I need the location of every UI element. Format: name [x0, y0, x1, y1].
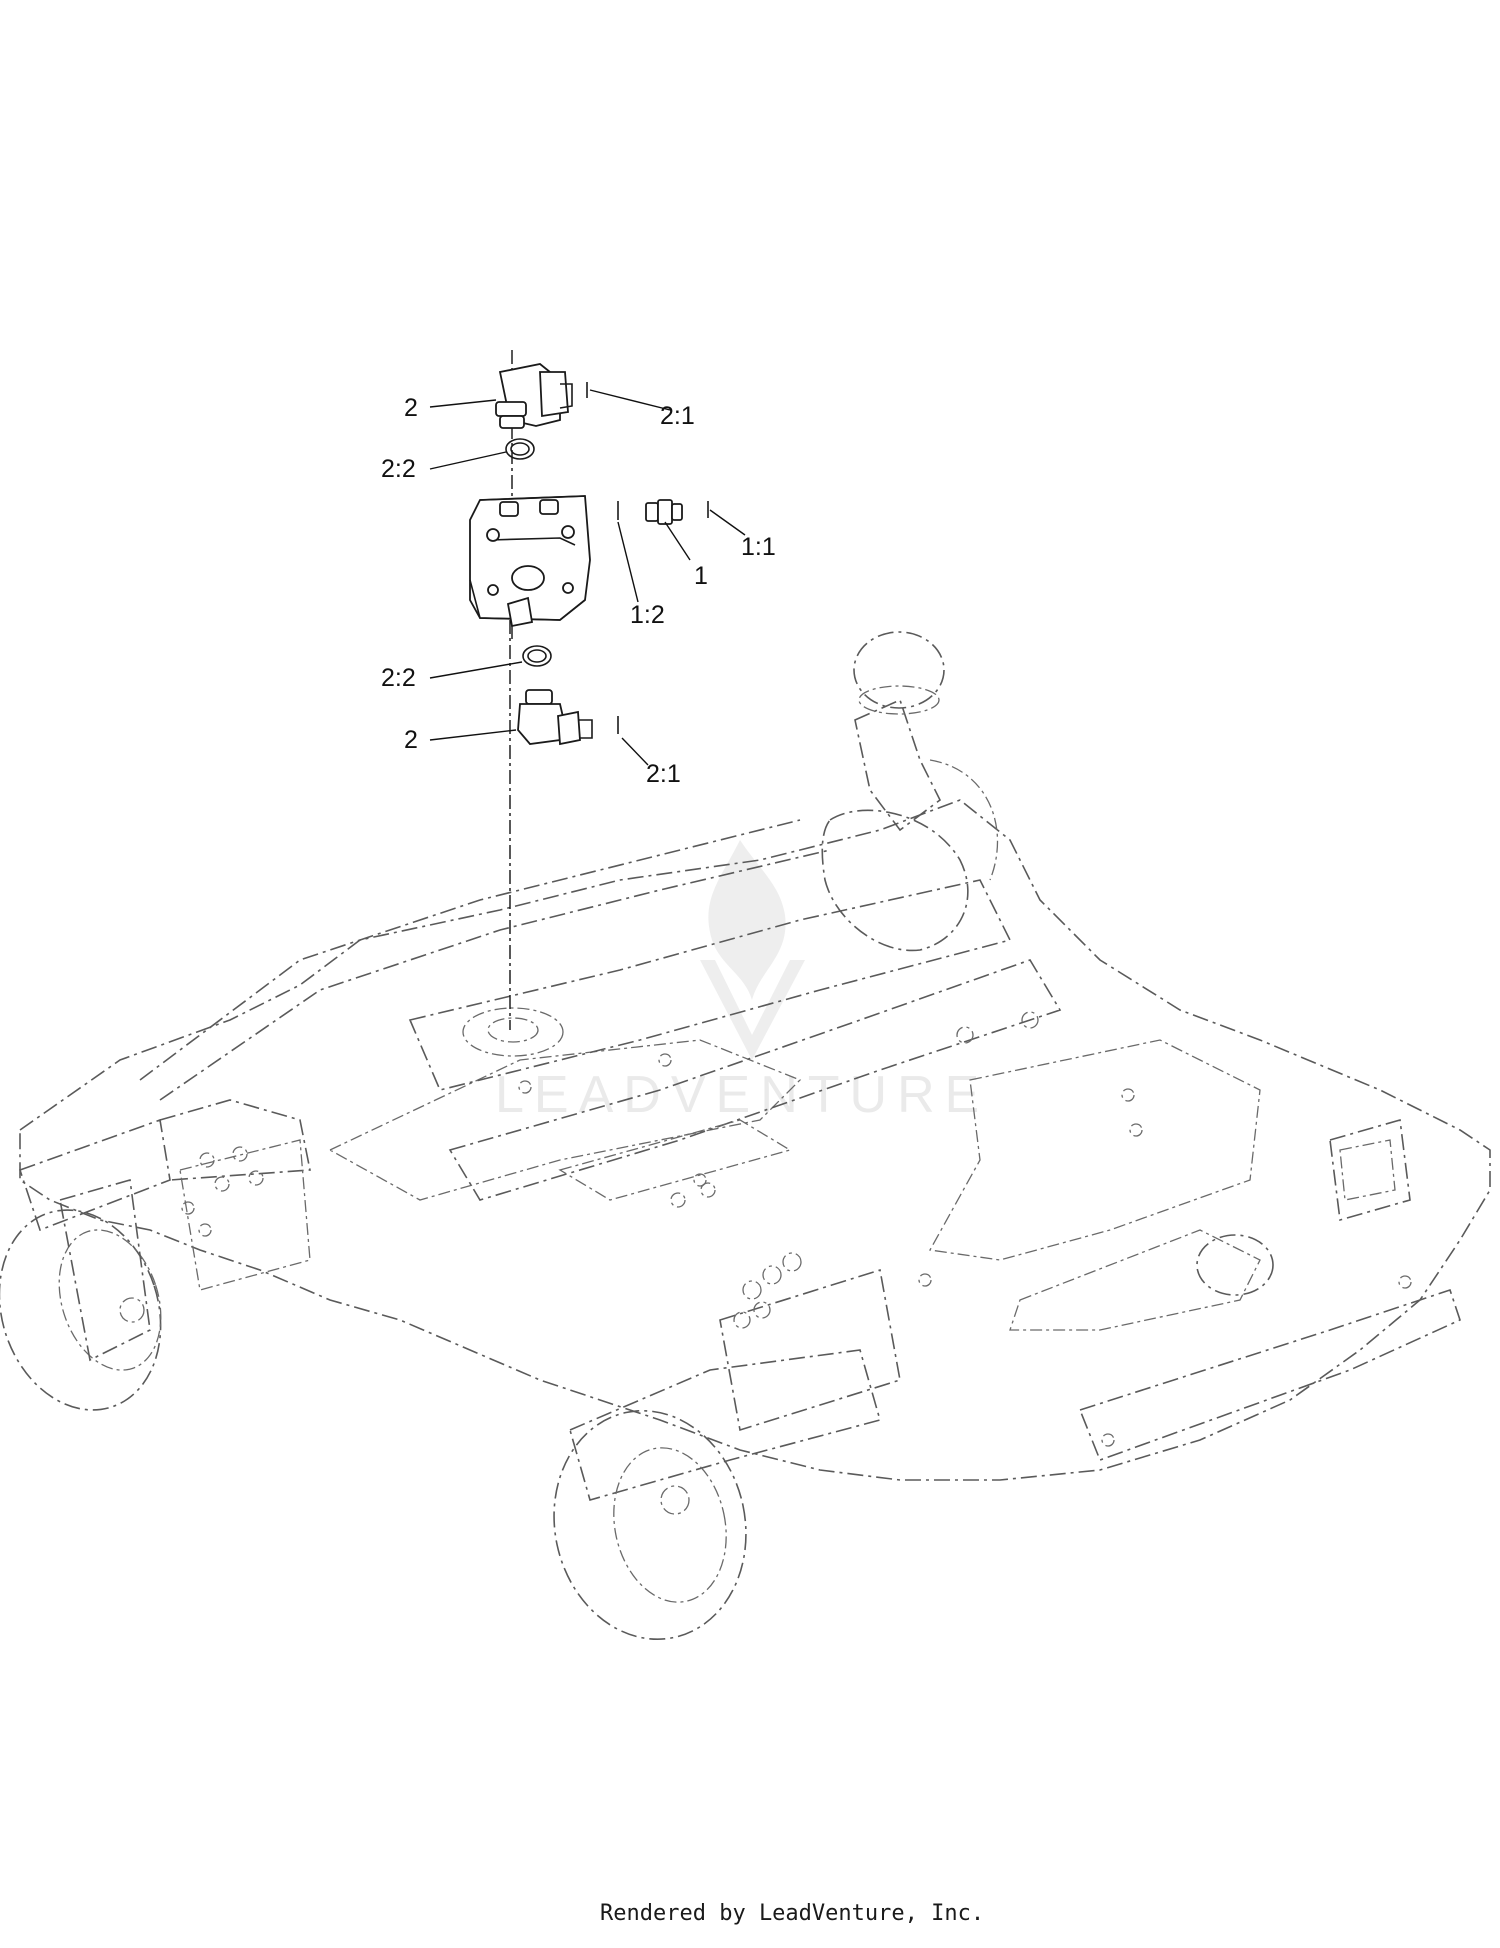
callout-2-1-lower: 2:1 — [646, 760, 681, 788]
callout-2-upper: 2 — [404, 394, 418, 422]
callout-2-2-upper: 2:2 — [381, 455, 416, 483]
lower-elbow-fitting — [517, 689, 619, 746]
side-fitting — [617, 499, 709, 525]
mower-deck — [0, 631, 1491, 1641]
valve-block — [469, 495, 591, 628]
callout-1-2: 1:2 — [630, 601, 665, 629]
footer-credit: Rendered by LeadVenture, Inc. — [600, 1901, 984, 1926]
upper-elbow-fitting — [495, 363, 573, 429]
callout-1: 1 — [694, 562, 708, 590]
callout-2-2-lower: 2:2 — [381, 664, 416, 692]
leader-lines — [429, 389, 746, 766]
callout-2-lower: 2 — [404, 726, 418, 754]
watermark-logo — [700, 840, 805, 1060]
o-ring-upper — [505, 438, 535, 460]
callout-1-1: 1:1 — [741, 533, 776, 561]
callout-2-1-upper: 2:1 — [660, 402, 695, 430]
o-ring-lower — [522, 645, 552, 667]
